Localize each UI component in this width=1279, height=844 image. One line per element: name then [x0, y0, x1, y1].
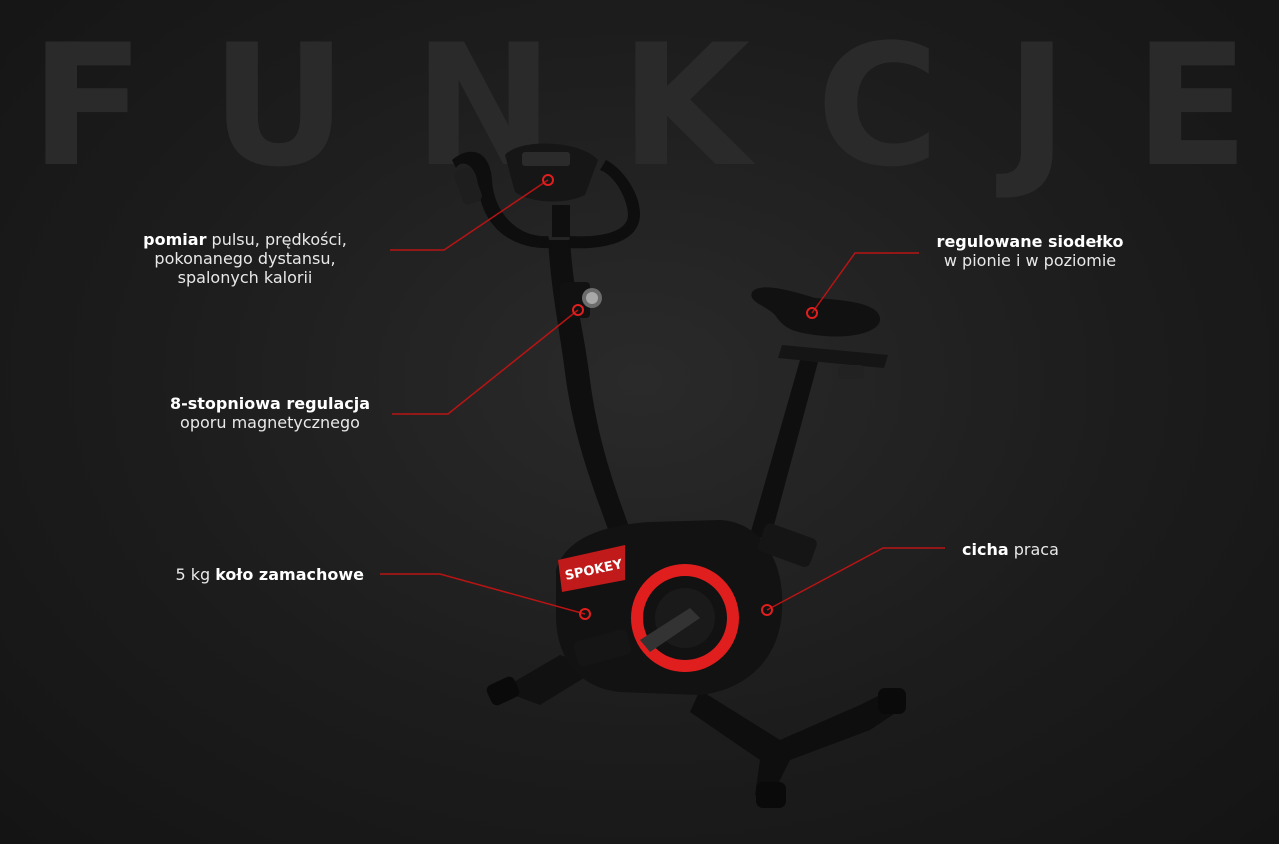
callout-saddle: regulowane siodełko w pionie i w poziomi… [920, 232, 1140, 270]
callout-resistance-line2: oporu magnetycznego [180, 413, 360, 432]
pedals [573, 523, 817, 667]
callout-flywheel: 5 kg koło zamachowe [120, 565, 364, 584]
callout-saddle-bold: regulowane siodełko [936, 232, 1124, 251]
callout-dots [542, 174, 818, 620]
seat-post [750, 360, 818, 540]
callout-lines [380, 179, 945, 615]
heading-letter: F [30, 8, 145, 204]
saddle [751, 287, 881, 337]
callout-pulse: pomiar pulsu, prędkości, pokonanego dyst… [120, 230, 370, 287]
callout-quiet-rest: praca [1008, 540, 1059, 559]
heading-letter: U [210, 8, 348, 204]
flywheel-housing: SPOKEY [556, 520, 783, 695]
heading-letter: E [1134, 8, 1249, 204]
callout-saddle-line2: w pionie i w poziomie [943, 251, 1117, 270]
callout-resistance: 8-stopniowa regulacja oporu magnetyczneg… [140, 394, 400, 432]
callout-quiet-bold: cicha [962, 540, 1009, 559]
heading-letter: C [816, 8, 940, 204]
callout-resistance-bold: 8-stopniowa regulacja [169, 394, 371, 413]
callout-flywheel-prefix: 5 kg [175, 565, 216, 584]
callout-flywheel-bold: koło zamachowe [215, 565, 364, 584]
resistance-knob [560, 282, 602, 318]
callout-pulse-line2: pokonanego dystansu, [154, 249, 336, 268]
console-display [505, 143, 598, 237]
callout-quiet: cicha praca [962, 540, 1112, 559]
handlebars [452, 151, 640, 249]
heading-letter: J [1005, 8, 1069, 204]
heading-letter: K [619, 8, 751, 204]
callout-pulse-rest: pulsu, prędkości, [206, 230, 347, 249]
callout-pulse-bold: pomiar [143, 230, 207, 249]
seat-slider [778, 345, 888, 379]
front-stabilizer [690, 688, 906, 808]
callout-pulse-line3: spalonych kalorii [177, 268, 313, 287]
background-heading: F U N K C J E [0, 22, 1279, 190]
